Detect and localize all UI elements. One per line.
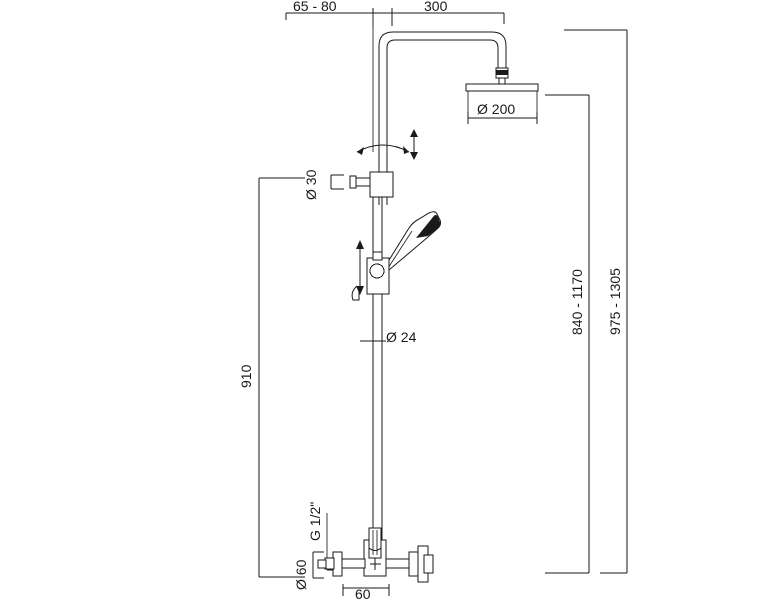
inlet-cover-diameter-dimension <box>312 551 324 579</box>
height-range-inner-label: 840 - 1170 <box>569 269 585 335</box>
diverter-diameter-label: Ø 30 <box>303 169 319 200</box>
riser-height-dimension <box>258 177 305 578</box>
sliding-handshower-bracket <box>366 251 390 295</box>
vertical-adjustment-arrow-upper <box>410 129 418 160</box>
height-range-outer-label: 975 - 1305 <box>607 268 623 335</box>
shower-head-diameter-dimension <box>467 91 538 124</box>
overhead-rain-shower-head <box>465 67 539 92</box>
inlet-spacing-label: 60 <box>355 586 371 602</box>
bottom-mixer-valve-with-cross-handles <box>317 527 434 583</box>
vertical-riser-pipe <box>372 197 383 540</box>
diverter-diameter-dimension <box>330 174 344 190</box>
inlet-cover-diameter-label: Ø 60 <box>293 559 309 590</box>
dimension-top-left-label: 65 - 80 <box>293 0 337 14</box>
top-curved-shower-arm <box>378 31 507 205</box>
height-range-inner-dimension <box>545 94 590 574</box>
riser-height-label: 910 <box>238 364 254 388</box>
inlet-spacing-dimension <box>342 584 390 596</box>
inlet-thread-label: G 1/2" <box>307 502 323 541</box>
shower-head-diameter-label: Ø 200 <box>477 101 515 117</box>
vertical-slide-arrow-bracket <box>351 240 364 301</box>
height-range-outer-dimension <box>564 29 628 574</box>
dimension-top-right-label: 300 <box>424 0 448 14</box>
riser-diameter-label: Ø 24 <box>386 329 417 345</box>
rotation-arrow-about-riser-axis <box>356 144 410 155</box>
diverter-valve-body <box>349 171 394 198</box>
top-dimension-chain <box>285 8 505 152</box>
